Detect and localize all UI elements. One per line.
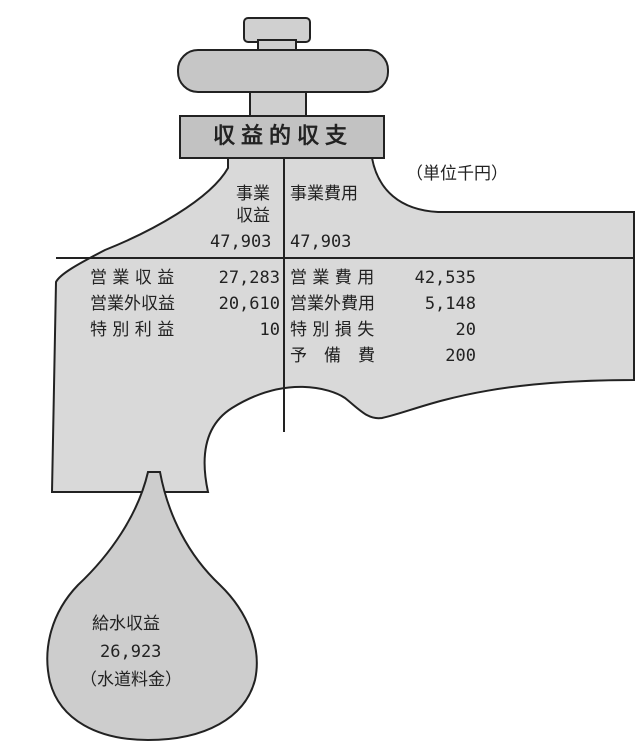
expense-item-label: 営業外費用 (290, 294, 375, 314)
title-plate (179, 115, 385, 159)
revenue-item-value: 10 (259, 320, 280, 340)
drop-value: 26,923 (100, 642, 162, 662)
faucet-handle-bar (177, 49, 389, 93)
revenue-header-line2: 収益 (236, 206, 270, 226)
expense-item-value: 200 (445, 346, 476, 366)
faucet-handle-cap (243, 17, 311, 43)
expense-item-value: 5,148 (424, 294, 476, 314)
expense-header: 事業費用 (290, 184, 358, 204)
faucet-handle-stem (257, 39, 297, 51)
drop-label: 給水収益 (92, 614, 160, 634)
drop-note: （水道料金） (80, 670, 182, 690)
expense-item-label: 予 備 費 (290, 346, 375, 366)
revenue-header-line1: 事業 (236, 184, 270, 204)
revenue-item-value: 27,283 (218, 268, 280, 288)
water-drop (46, 471, 258, 742)
faucet-body (50, 157, 635, 493)
revenue-total: 47,903 (210, 232, 272, 252)
expense-item-label: 特 別 損 失 (290, 320, 375, 340)
expense-item-value: 42,535 (414, 268, 476, 288)
page-title: 収益的収支 (213, 124, 354, 149)
revenue-item-label: 特 別 利 益 (90, 320, 175, 340)
revenue-item-label: 営業外収益 (90, 294, 175, 314)
faucet-handle-neck (249, 91, 307, 117)
revenue-item-label: 営 業 収 益 (90, 268, 175, 288)
expense-item-label: 営 業 費 用 (290, 268, 375, 288)
expense-total: 47,903 (290, 232, 352, 252)
revenue-item-value: 20,610 (218, 294, 280, 314)
expense-item-value: 20 (455, 320, 476, 340)
unit-note: （単位千円） (406, 164, 508, 184)
